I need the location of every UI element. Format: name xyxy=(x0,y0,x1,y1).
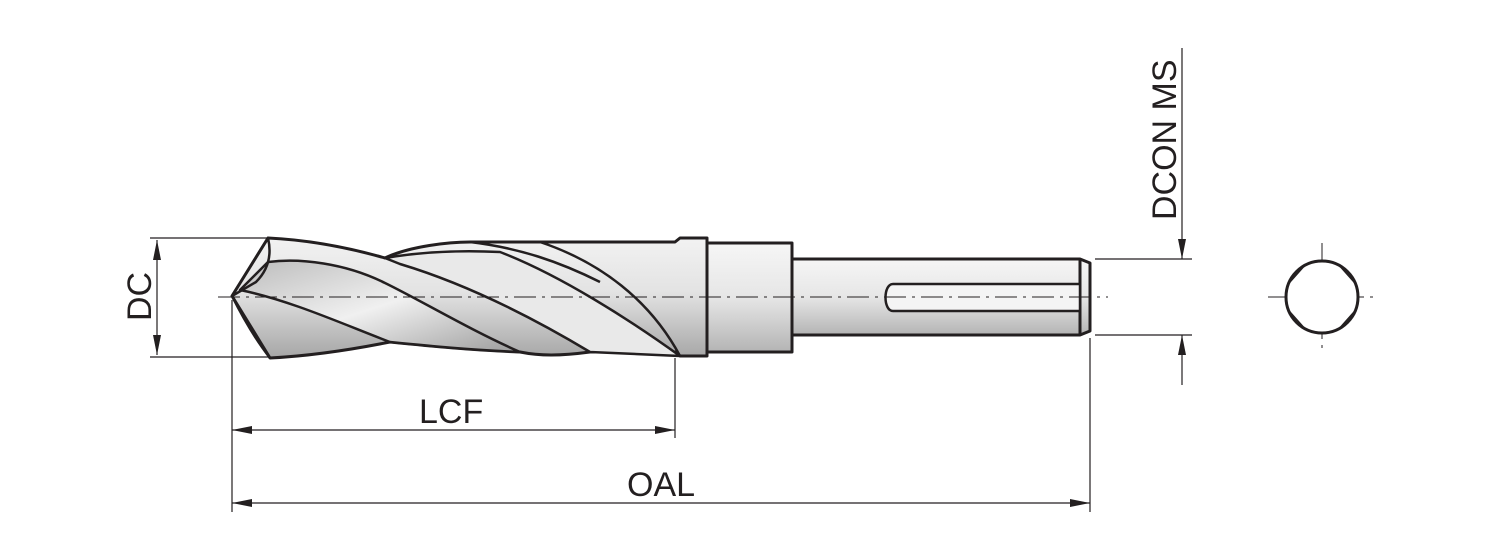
dc-label: DC xyxy=(121,271,159,321)
shank-flat xyxy=(884,282,1082,313)
dcon-ms-label: DCON MS xyxy=(1146,59,1184,220)
drill-body xyxy=(230,236,1092,360)
tip-lip xyxy=(230,295,271,359)
cross-section-flats xyxy=(1289,263,1355,331)
shank-cross-section xyxy=(1284,259,1360,335)
lcf-label: LCF xyxy=(419,393,484,431)
helix-line-2 xyxy=(539,240,682,357)
tip-chisel xyxy=(230,236,271,298)
helix-line xyxy=(469,240,601,284)
end-view xyxy=(1268,243,1375,350)
flute-band xyxy=(238,259,522,354)
flute-band-2 xyxy=(383,250,682,358)
dimension-lines xyxy=(150,48,1192,512)
oal-label: OAL xyxy=(627,466,696,504)
